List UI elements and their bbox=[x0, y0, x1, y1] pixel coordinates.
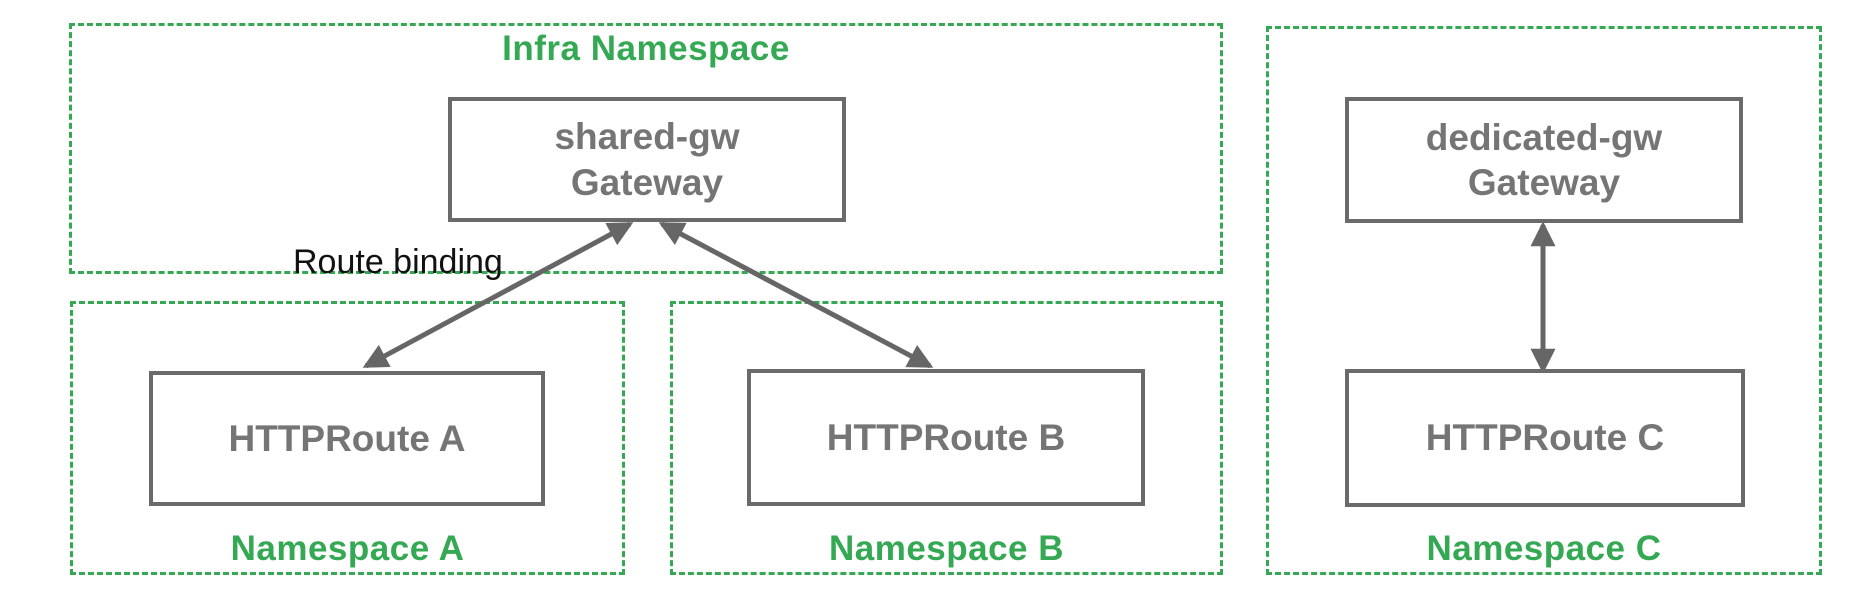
namespace-infra: Infra Namespace bbox=[69, 23, 1223, 274]
namespace-c-label: Namespace C bbox=[1426, 529, 1662, 568]
node-httproute-a-name: HTTPRoute A bbox=[228, 417, 466, 459]
node-httproute-a: HTTPRoute A bbox=[149, 371, 545, 506]
namespace-c: Namespace C bbox=[1266, 26, 1822, 575]
namespace-a-label: Namespace A bbox=[230, 529, 465, 568]
namespace-b-label: Namespace B bbox=[828, 529, 1065, 568]
node-dedicated-gw-name: dedicated-gw bbox=[1425, 116, 1663, 158]
namespace-a: Namespace A bbox=[70, 301, 625, 575]
node-shared-gw-gateway: shared-gw Gateway bbox=[448, 97, 846, 222]
namespace-infra-label: Infra Namespace bbox=[502, 29, 790, 68]
route-binding-label: Route binding bbox=[293, 243, 503, 281]
node-httproute-c-name: HTTPRoute C bbox=[1425, 417, 1665, 459]
namespace-b: Namespace B bbox=[670, 301, 1223, 575]
node-shared-gw-kind: Gateway bbox=[570, 161, 724, 203]
node-dedicated-gw-gateway: dedicated-gw Gateway bbox=[1345, 97, 1743, 223]
node-httproute-b-name: HTTPRoute B bbox=[826, 416, 1066, 458]
node-httproute-c: HTTPRoute C bbox=[1345, 369, 1745, 507]
node-dedicated-gw-kind: Gateway bbox=[1467, 162, 1621, 203]
node-httproute-b: HTTPRoute B bbox=[747, 369, 1145, 506]
node-shared-gw-name: shared-gw bbox=[554, 116, 740, 158]
